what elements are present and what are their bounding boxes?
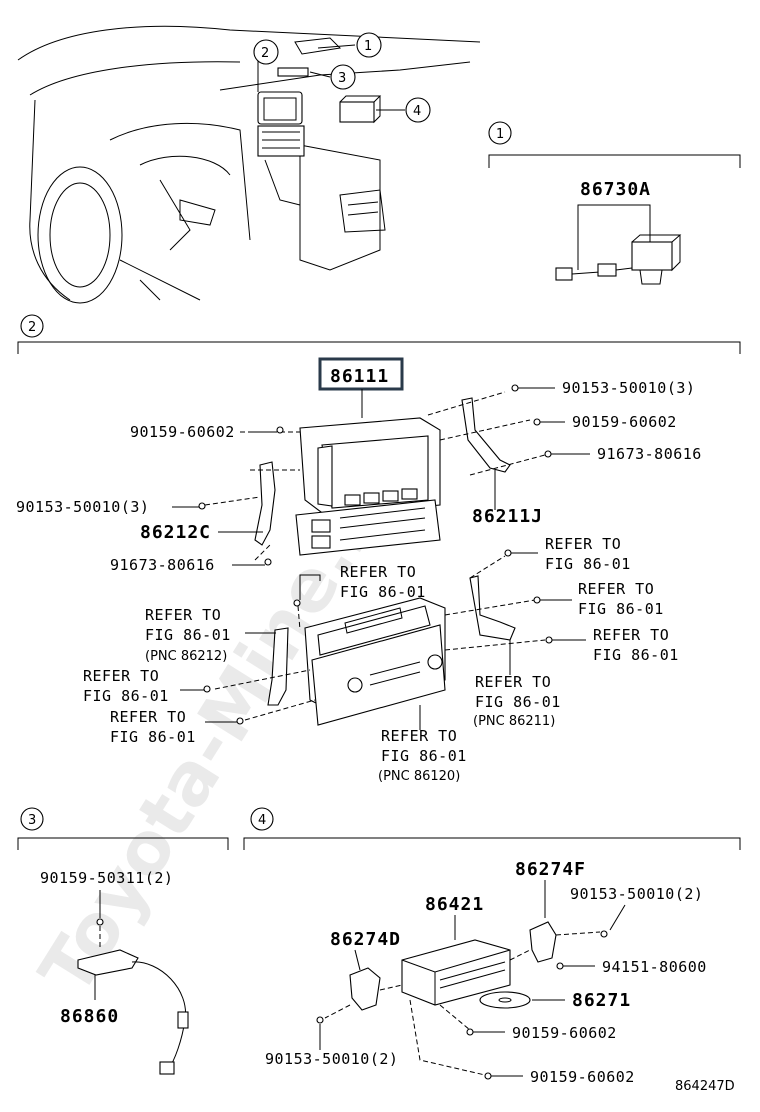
ref-7-line1: REFER TO: [110, 708, 186, 726]
ref-9-line2: FIG 86-01: [381, 747, 467, 765]
ref-3-line1: REFER TO: [578, 580, 654, 598]
bracket-left-lower: [267, 627, 289, 706]
callout-1-label: 1: [364, 39, 372, 54]
part-86274D: 86274D: [330, 929, 401, 950]
ref-2-line1: REFER TO: [340, 563, 416, 581]
section-3: 3 90159-50311(2) 86860: [17, 807, 229, 1075]
ref-9: REFER TO FIG 86-01 (PNC 86120): [378, 727, 467, 784]
callout-4: 4: [405, 97, 431, 123]
ref-6-line2: FIG 86-01: [83, 687, 169, 705]
ref-4-line2: FIG 86-01: [145, 626, 231, 644]
label-94151-80600: 94151-80600: [602, 958, 707, 976]
section-1: 1 86730A: [488, 121, 741, 285]
ref-3: REFER TO FIG 86-01: [578, 580, 664, 618]
ref-7: REFER TO FIG 86-01: [110, 708, 196, 746]
label-90159-60602-mid: 90159-60602: [512, 1024, 617, 1042]
ref-4-line1: REFER TO: [145, 606, 221, 624]
part-86271: 86271: [572, 990, 631, 1011]
bracket-86212C: [254, 461, 276, 546]
part-86274F: 86274F: [515, 859, 586, 880]
amplifier-86421: [401, 939, 511, 1006]
disc-86271: [479, 991, 531, 1009]
diagram-code: 864247D: [675, 1079, 735, 1094]
ref-1-line1: REFER TO: [545, 535, 621, 553]
part-86211J: 86211J: [472, 506, 543, 527]
callout-3-label: 3: [338, 71, 346, 86]
callout-4-label: 4: [413, 104, 421, 119]
part-86111: 86111: [330, 366, 389, 387]
section-1-number: 1: [496, 127, 504, 142]
audio-unit: [304, 597, 446, 726]
ref-5: REFER TO FIG 86-01: [593, 626, 679, 664]
ref-6-line1: REFER TO: [83, 667, 159, 685]
ref-8: REFER TO FIG 86-01 (PNC 86211): [473, 673, 561, 729]
ref-9-line3: (PNC 86120): [378, 769, 460, 784]
label-90159-60602-bottom: 90159-60602: [530, 1068, 635, 1086]
ref-4: REFER TO FIG 86-01 (PNC 86212): [145, 606, 231, 664]
ref-8-line3: (PNC 86211): [473, 714, 555, 729]
part-86860: 86860: [60, 1006, 119, 1027]
callout-2-label: 2: [261, 46, 269, 61]
section-3-number: 3: [28, 813, 36, 828]
ref-4-line3: (PNC 86212): [145, 649, 227, 664]
sensor-86860: [77, 949, 139, 976]
part-86212C: 86212C: [140, 522, 211, 543]
ref-6: REFER TO FIG 86-01: [83, 667, 169, 705]
bracket-86211J: [461, 397, 511, 473]
bracket-right-lower: [469, 575, 516, 641]
part-86421: 86421: [425, 894, 484, 915]
ref-3-line2: FIG 86-01: [578, 600, 664, 618]
label-90159-60602-right: 90159-60602: [572, 413, 677, 431]
ref-2-line2: FIG 86-01: [340, 583, 426, 601]
section-2-number: 2: [28, 320, 36, 335]
label-91673-80616-left: 91673-80616: [110, 556, 215, 574]
part-86730A: 86730A: [580, 179, 651, 200]
navigation-display-unit: [295, 417, 441, 556]
label-90153-50010-2-bottom: 90153-50010(2): [265, 1050, 398, 1068]
ref-1: REFER TO FIG 86-01: [545, 535, 631, 573]
callout-2: 2: [253, 39, 279, 65]
label-90153-50010-3-left: 90153-50010(3): [16, 498, 149, 516]
label-90153-50010-2-top: 90153-50010(2): [570, 885, 703, 903]
ref-8-line1: REFER TO: [475, 673, 551, 691]
ref-8-line2: FIG 86-01: [475, 693, 561, 711]
vehicle-interior-illustration: [17, 25, 481, 304]
ref-7-line2: FIG 86-01: [110, 728, 196, 746]
callout-1: 1: [356, 32, 382, 58]
section-4: 4 86274F 90153-50010(2) 86421 94151-8060…: [243, 807, 741, 1086]
callout-3: 3: [330, 64, 356, 90]
label-91673-80616-right: 91673-80616: [597, 445, 702, 463]
ref-5-line1: REFER TO: [593, 626, 669, 644]
bracket-86274F: [529, 921, 557, 963]
ref-1-line2: FIG 86-01: [545, 555, 631, 573]
label-90159-60602-left: 90159-60602: [130, 423, 235, 441]
label-90159-50311-2: 90159-50311(2): [40, 869, 173, 887]
ref-5-line2: FIG 86-01: [593, 646, 679, 664]
ref-9-line1: REFER TO: [381, 727, 457, 745]
bracket-86274D: [349, 967, 381, 1011]
label-90153-50010-3-right: 90153-50010(3): [562, 379, 695, 397]
section-2: 2 86111: [16, 314, 741, 784]
section-4-number: 4: [258, 813, 266, 828]
ref-2: REFER TO FIG 86-01: [340, 563, 426, 601]
